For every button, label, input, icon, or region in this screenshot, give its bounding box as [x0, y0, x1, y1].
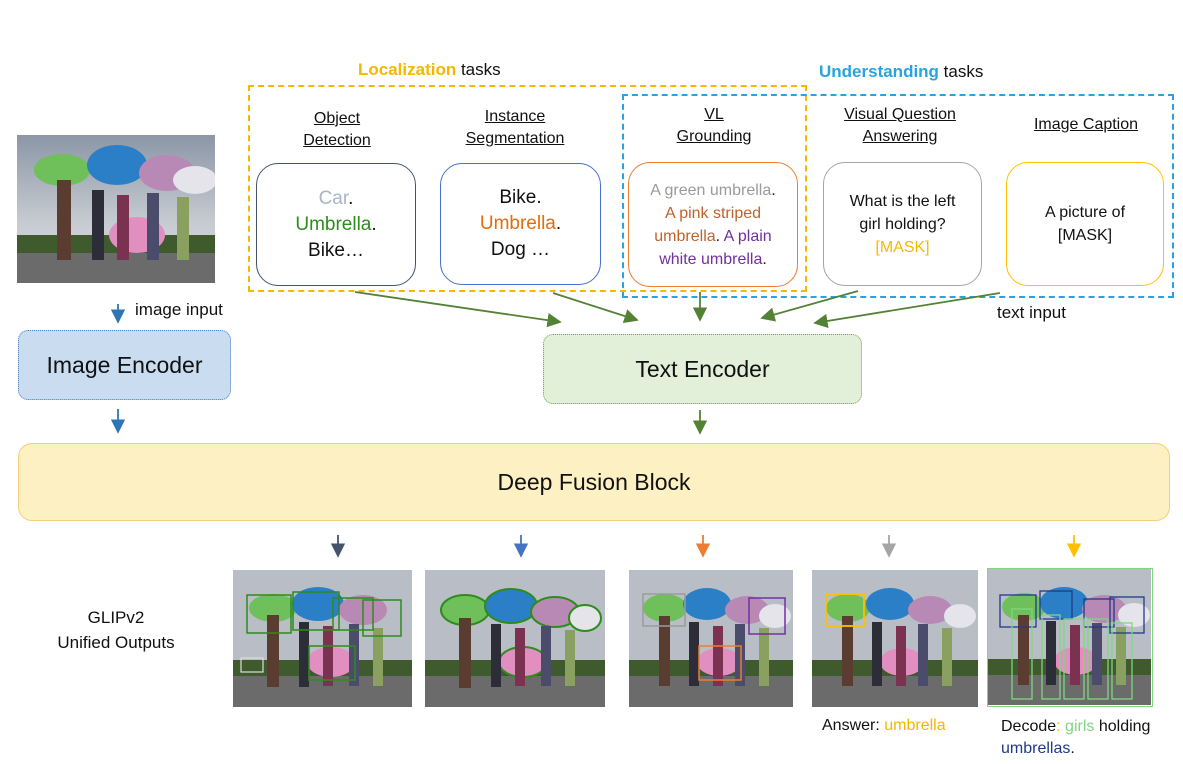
output-photo-scene: [233, 570, 412, 707]
task-title-line: Instance: [484, 108, 546, 125]
prompt-punct: .: [536, 187, 542, 208]
output-photo-instance-segmentation: [425, 570, 605, 707]
prompt-caption-line: A picture of: [1044, 204, 1126, 221]
prompt-box-vl-grounding: A green umbrella. A pink striped umbrell…: [628, 162, 798, 287]
prompt-punct: .: [371, 213, 377, 235]
deep-fusion-block: Deep Fusion Block: [18, 443, 1170, 521]
localization-rest: tasks: [456, 60, 501, 79]
output-photo-scene: [629, 570, 793, 707]
prompt-box-object-detection: Car. Umbrella. Bike…: [256, 163, 416, 286]
decode-girls: girls: [1065, 718, 1095, 735]
localization-heading: Localization tasks: [358, 60, 501, 80]
output-photo-vl-grounding: [629, 570, 793, 707]
prompt-dog: Dog …: [490, 239, 551, 260]
task-title-line: Segmentation: [465, 130, 565, 147]
task-title-line: Image Caption: [1033, 116, 1139, 133]
task-title-object-detection: Object Detection: [276, 108, 398, 152]
output-photo-scene: [988, 569, 1151, 705]
prompt-punct: .: [771, 181, 776, 199]
prompt-box-instance-segmentation: Bike. Umbrella. Dog …: [440, 163, 601, 285]
answer-word: umbrella: [884, 717, 946, 734]
task-title-line: Detection: [303, 132, 371, 149]
prompt-green-umbrella: A green umbrella: [650, 181, 772, 199]
input-photo-scene: [17, 135, 215, 283]
outputs-label: GLIPv2 Unified Outputs: [40, 605, 192, 655]
task-title-image-caption: Image Caption: [1014, 114, 1158, 136]
output-photo-object-detection: [233, 570, 412, 707]
answer-prefix: Answer:: [822, 717, 885, 734]
prompt-box-vqa: What is the left girl holding? [MASK]: [823, 162, 982, 286]
prompt-vqa-line: What is the left: [849, 192, 956, 210]
prompt-punct: .: [762, 250, 767, 268]
outputs-label-line: Unified Outputs: [57, 633, 175, 652]
image-encoder-block: Image Encoder: [18, 330, 231, 400]
prompt-bike: Bike…: [308, 239, 364, 261]
task-title-line: Grounding: [676, 128, 752, 145]
input-photo: [17, 135, 215, 283]
decode-prefix: Decode: [1001, 718, 1057, 735]
prompt-punct: .: [348, 187, 354, 209]
task-title-vl-grounding: VL Grounding: [653, 104, 775, 148]
task-title-line: Answering: [862, 128, 938, 145]
prompt-car: Car: [318, 187, 349, 209]
decode-colon: :: [1056, 718, 1066, 735]
prompt-pink-umbrella: umbrella: [654, 227, 716, 245]
decode-holding: holding: [1094, 718, 1151, 735]
prompt-pink-striped: A pink striped: [664, 204, 762, 222]
output-photo-scene: [812, 570, 978, 707]
arrow-vqa-to-text-encoder: [760, 290, 859, 322]
deep-fusion-label: Deep Fusion Block: [497, 468, 691, 495]
task-title-line: Object: [313, 110, 361, 127]
task-title-line: VL: [704, 106, 724, 123]
understanding-group-border: [622, 94, 1174, 298]
understanding-heading: Understanding tasks: [819, 62, 983, 82]
prompt-white-umbrella: white umbrella: [659, 250, 763, 268]
output-photo-image-caption: [987, 568, 1153, 707]
prompt-box-image-caption: A picture of [MASK]: [1006, 162, 1164, 286]
prompt-bike: Bike: [499, 187, 537, 208]
image-encoder-label: Image Encoder: [46, 351, 203, 378]
image-input-label: image input: [135, 300, 223, 319]
output-photo-vqa: [812, 570, 978, 707]
text-encoder-label: Text Encoder: [635, 355, 770, 382]
vqa-answer-text: Answer: umbrella: [822, 717, 946, 735]
decode-end: .: [1070, 740, 1075, 757]
prompt-plain: A plain: [723, 227, 772, 245]
localization-group-border: [248, 85, 807, 292]
understanding-word: Understanding: [819, 62, 939, 81]
text-encoder-block: Text Encoder: [543, 334, 862, 404]
prompt-punct: .: [555, 213, 562, 234]
arrow-cap-to-text-encoder: [813, 292, 1001, 329]
prompt-umbrella: Umbrella: [479, 213, 556, 234]
task-title-vqa: Visual Question Answering: [826, 104, 974, 148]
prompt-vqa-mask: [MASK]: [875, 238, 930, 256]
outputs-label-line: GLIPv2: [87, 608, 145, 627]
caption-decode-text: Decode: girls holding umbrellas.: [1001, 716, 1181, 760]
task-title-line: Visual Question: [844, 106, 956, 123]
task-title-instance-segmentation: Instance Segmentation: [448, 106, 582, 150]
arrow-od-to-text-encoder: [354, 291, 562, 328]
prompt-punct: .: [715, 227, 721, 245]
output-photo-scene: [425, 570, 605, 707]
understanding-rest: tasks: [938, 62, 984, 81]
prompt-vqa-line: girl holding?: [859, 215, 946, 233]
arrow-seg-to-text-encoder: [552, 292, 639, 323]
decode-umbrellas: umbrellas: [1001, 740, 1071, 757]
localization-word: Localization: [358, 60, 457, 79]
prompt-umbrella: Umbrella: [295, 213, 372, 235]
text-input-label: text input: [997, 303, 1066, 322]
prompt-caption-line: [MASK]: [1057, 227, 1113, 244]
